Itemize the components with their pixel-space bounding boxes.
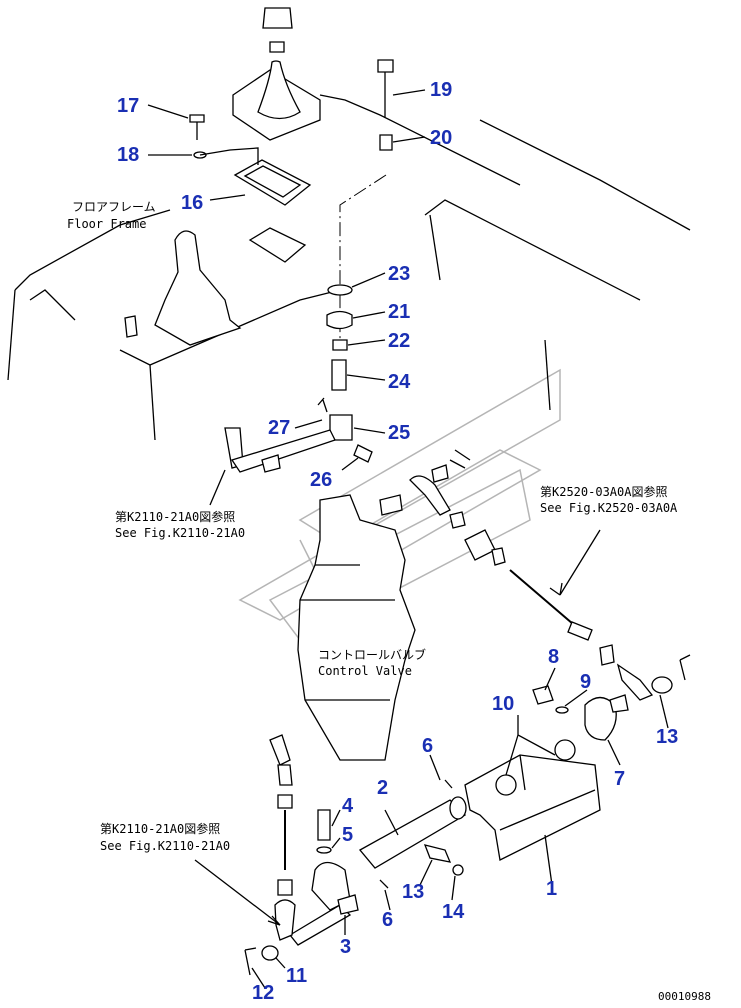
ref-lower-en: See Fig.K2110-21A0 [100,839,230,853]
callout-27: 27 [268,417,290,439]
callout-10: 10 [492,693,514,715]
leader-ref-lower [194,859,281,926]
callout-6a: 6 [422,735,433,757]
arrow-ref-lower [267,915,281,926]
linkage-rod [409,449,593,641]
washer-5 [316,846,332,854]
floor-frame [7,94,691,441]
callout-26: 26 [310,469,332,491]
ref-lower-ja: 第K2110-21A0図参照 [100,821,220,836]
rod-19 [377,59,394,118]
leader-ref-upper [209,469,226,506]
ref-k2520-ja: 第K2520-03A0A図参照 [540,484,667,499]
bushing-20 [379,134,393,151]
cotter-27 [317,397,328,413]
callout-8: 8 [548,646,559,668]
callout-17: 17 [117,95,139,117]
callout-23: 23 [388,263,410,285]
control-valve-label-en: Control Valve [318,664,412,678]
joint-24 [331,359,347,391]
bolt-4 [317,809,331,841]
callout-19: 19 [430,79,452,101]
bolt-14 [423,844,452,863]
callout-11: 11 [286,965,307,987]
callout-21: 21 [388,301,410,323]
leader-k2520 [559,529,601,596]
annotations: フロアフレーム Floor Frame 第K2110-21A0図参照 See F… [67,200,711,1003]
lever-7 [584,694,629,741]
lever-arm [224,427,336,473]
callout-7: 7 [614,768,625,790]
control-valve-label-ja: コントロールバルブ [318,647,426,662]
cotter-12 [244,947,257,976]
control-valve [297,494,416,761]
lever-3 [289,861,359,946]
gasket [248,227,307,263]
callout-4: 4 [342,795,354,817]
floor-frame-label-ja: フロアフレーム [72,200,156,214]
callout-13: 13 [656,726,678,748]
leader-18 [199,147,259,165]
callout-14: 13 [402,881,424,903]
bolt-8 [532,685,554,705]
nut-21 [326,310,353,330]
ref-k2520-en: See Fig.K2520-03A0A [540,501,678,515]
callout-leaders [147,89,669,989]
callout-22: 22 [388,330,410,352]
bracket-1 [464,739,601,861]
washer-15 [452,864,464,876]
joint-13 [599,644,691,701]
lever-boot-lower [124,230,242,346]
ref-upper-ja: 第K2110-21A0図参照 [115,509,235,524]
callout-1: 1 [546,878,557,900]
plate-16 [233,159,312,206]
arrow-k2520 [549,582,563,596]
callout-9: 9 [580,671,591,693]
nut-22 [332,339,348,351]
drawing-code: 00010988 [658,990,711,1003]
ref-upper-en: See Fig.K2110-21A0 [115,526,245,540]
lever-knob-boot [232,7,321,141]
callout-24: 24 [388,371,411,393]
callout-3: 3 [340,936,351,958]
clevis-25 [329,414,373,463]
washer-23 [327,284,353,296]
callout-25: 25 [388,422,410,444]
lower-rod-assembly [244,734,296,976]
callout-18: 18 [117,144,139,166]
floor-frame-label-en: Floor Frame [67,217,146,231]
nut-11 [261,945,279,961]
callout-15: 14 [442,901,465,923]
bolt-17 [189,114,205,140]
callout-16: 16 [181,192,203,214]
washer-9 [555,706,569,714]
shaft-2 [358,779,467,889]
callout-6b: 6 [382,909,393,931]
callout-numbers: 17 18 16 19 20 23 21 22 24 27 25 26 8 9 … [117,79,678,1004]
callout-2: 2 [377,777,388,799]
callout-12: 12 [252,982,274,1004]
callout-5: 5 [342,824,353,846]
callout-20: 20 [430,127,452,149]
